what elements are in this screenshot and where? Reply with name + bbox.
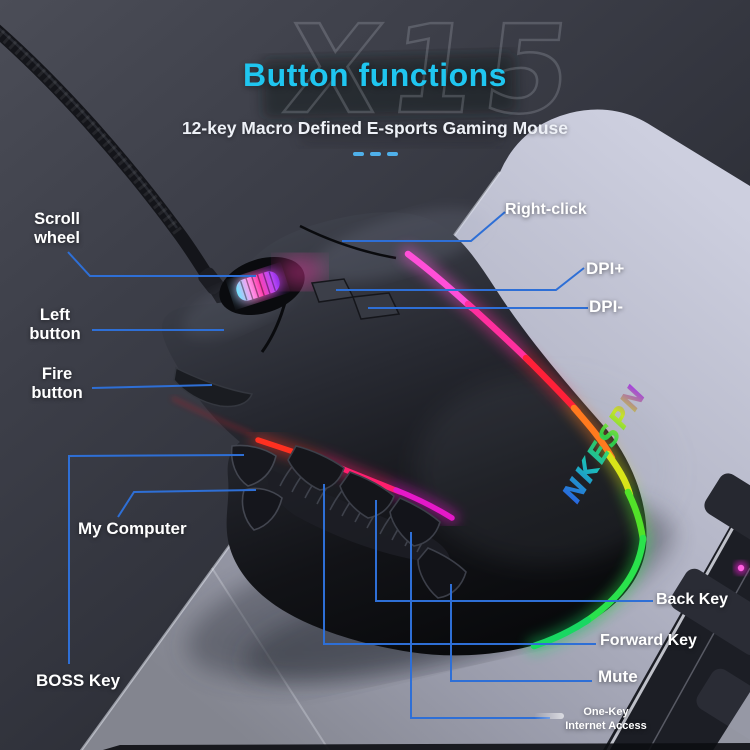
label-mute: Mute [598,667,638,686]
one-key-button [389,497,441,547]
page-subtitle: 12-key Macro Defined E-sports Gaming Mou… [181,118,569,138]
callout-lines [67,211,653,719]
callout-line-my-computer [117,489,257,518]
callout-line-one-key [410,532,550,719]
label-boss-key: BOSS Key [36,671,121,690]
laptop-keys [670,473,750,750]
label-my-computer: My Computer [78,519,187,538]
cable-connector [198,267,224,295]
mouse-cable [0,24,232,311]
back-button [339,471,395,519]
label-left-button: Left button [29,306,81,344]
mute-button [417,547,467,599]
scroll-wheel [234,269,282,303]
rgb-key-glyph [737,564,745,572]
label-scroll-wheel: Scroll wheel [34,210,80,248]
callout-line-boss-key [68,454,245,664]
gaming-mouse: NKESPN [161,208,675,656]
callout-line-dpi-plus [336,267,585,291]
label-fire-button: Fire button [31,365,83,403]
dpi-minus-button [351,292,401,320]
my-computer-button [241,487,283,531]
label-one-key-internet: One-Key Internet Access [565,706,647,732]
callout-line-right-click [342,211,506,242]
callout-line-fire-button [91,384,213,389]
rgb-edge-strip [400,246,651,654]
background-keyboard-shadow [261,52,517,146]
fire-button [173,366,254,408]
page-title: Button functions [243,57,507,93]
bottom-edge [102,743,750,750]
label-dpi-minus: DPI- [589,297,623,316]
laptop-edge [603,473,750,750]
callout-line-mute [450,584,592,682]
callout-line-scroll-wheel [67,251,256,277]
forward-button [287,445,345,491]
dpi-buttons [310,278,401,320]
label-back-key: Back Key [656,591,729,608]
callout-line-forward-key [323,484,596,645]
watermark-text: X15 [278,0,589,141]
wheel-glow [276,256,324,288]
label-dpi-plus: DPI+ [586,259,625,278]
label-forward-key: Forward Key [600,632,697,649]
callout-line-back-key [375,500,653,602]
label-right-click: Right-click [505,201,587,218]
divider-dashes [0,152,750,156]
highlight-dash [534,713,564,719]
